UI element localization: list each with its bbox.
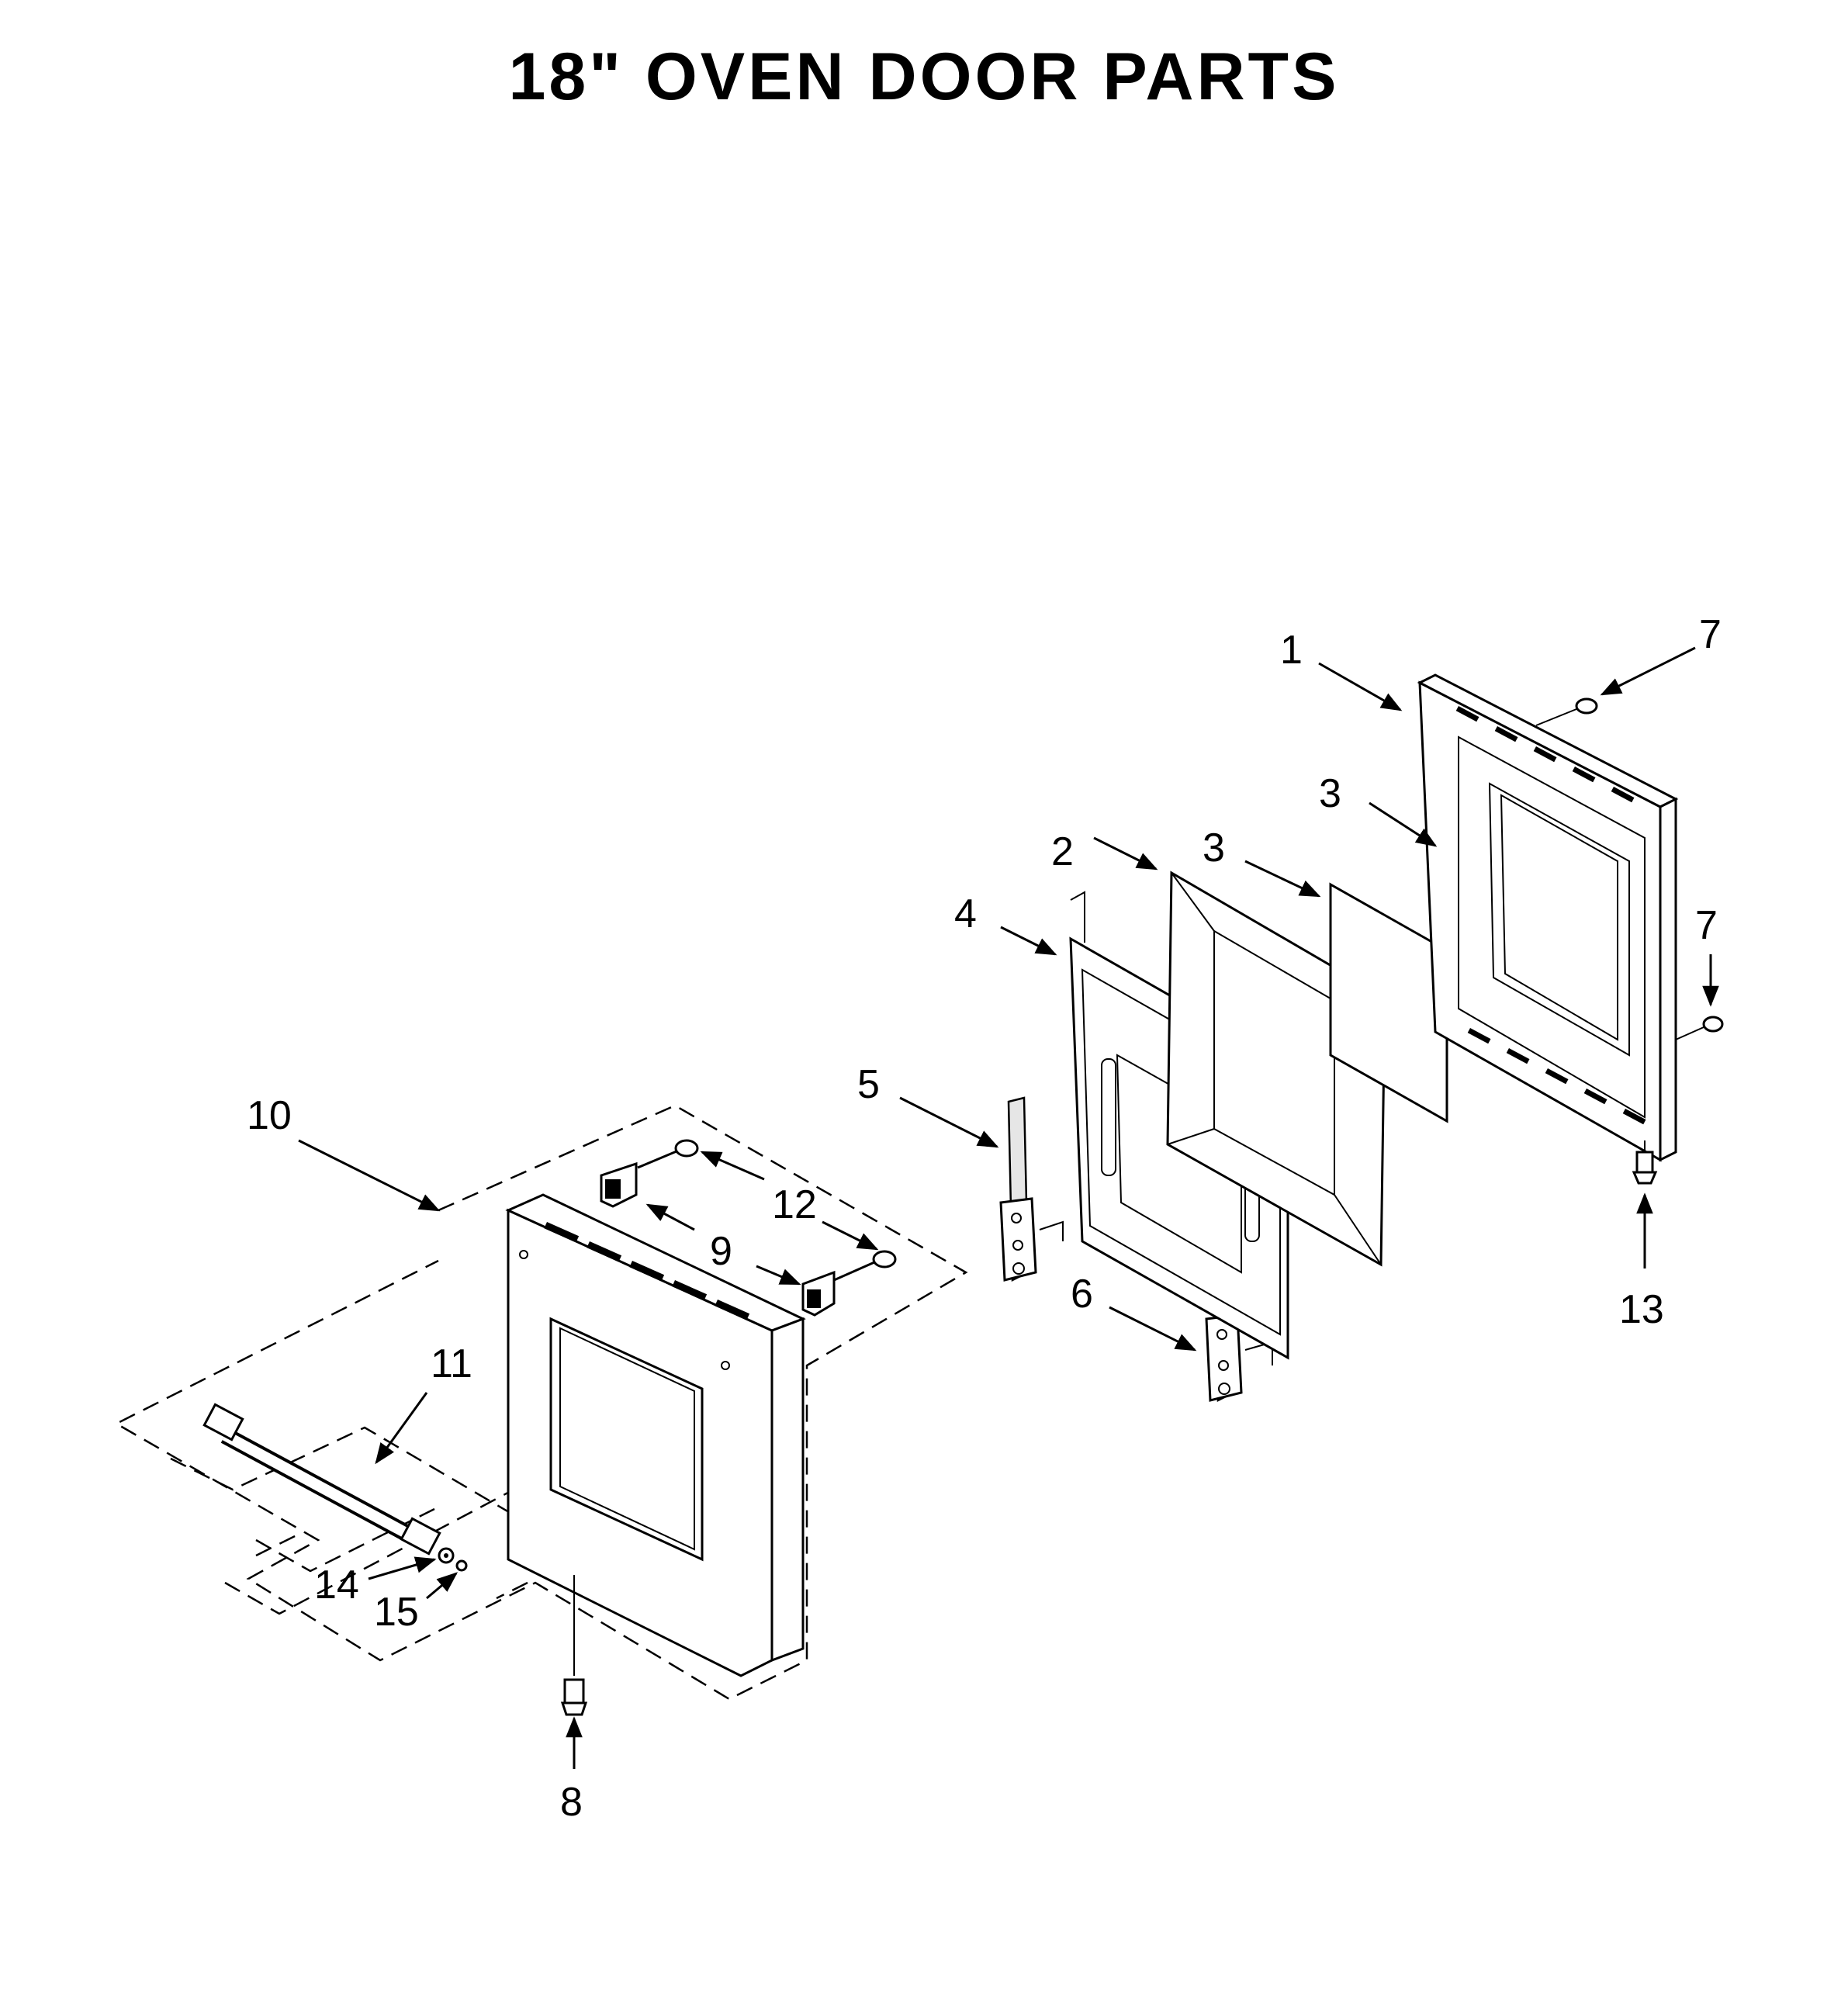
hinge-left (999, 1096, 1064, 1282)
callout-3a: 3 (1203, 825, 1225, 870)
screw-12a (637, 1139, 699, 1169)
callout-2: 2 (1051, 829, 1074, 874)
vent-slots (544, 1221, 750, 1320)
callout-12: 12 (772, 1182, 817, 1227)
callout-8: 8 (560, 1780, 583, 1825)
screw-7b (1675, 1016, 1724, 1040)
callout-1: 1 (1280, 628, 1303, 673)
callout-3b: 3 (1319, 771, 1341, 816)
hinge-receiver-left (600, 1161, 638, 1208)
callout-4: 4 (954, 891, 977, 936)
panel-slots (1455, 705, 1646, 1125)
inner-door-panel (1417, 673, 1679, 1162)
callout-7b: 7 (1695, 903, 1718, 948)
screw-13 (1632, 1140, 1658, 1185)
callout-13: 13 (1619, 1287, 1664, 1332)
diagram-title: 18" OVEN DOOR PARTS (508, 40, 1340, 114)
callout-6: 6 (1071, 1272, 1093, 1317)
callout-7a: 7 (1699, 612, 1722, 657)
leader-arrows (298, 646, 1719, 1769)
callout-15: 15 (374, 1590, 419, 1635)
door-handle (202, 1403, 441, 1556)
callout-14: 14 (314, 1563, 359, 1608)
callout-5: 5 (857, 1062, 880, 1107)
callout-labels: 1 2 3 3 4 5 6 7 7 8 9 10 11 12 13 14 15 (247, 612, 1722, 1825)
washer-14 (438, 1547, 455, 1564)
screw-8 (560, 1575, 588, 1716)
hinge-receiver-right (801, 1270, 836, 1317)
callout-10: 10 (247, 1093, 292, 1138)
callout-9: 9 (710, 1229, 732, 1274)
screw-12b (833, 1250, 897, 1282)
glass-pane-front (1329, 882, 1448, 1123)
screw-15 (455, 1559, 468, 1572)
callout-11: 11 (431, 1341, 472, 1386)
screw-7a (1535, 697, 1598, 726)
outer-door-panel (505, 1193, 806, 1677)
